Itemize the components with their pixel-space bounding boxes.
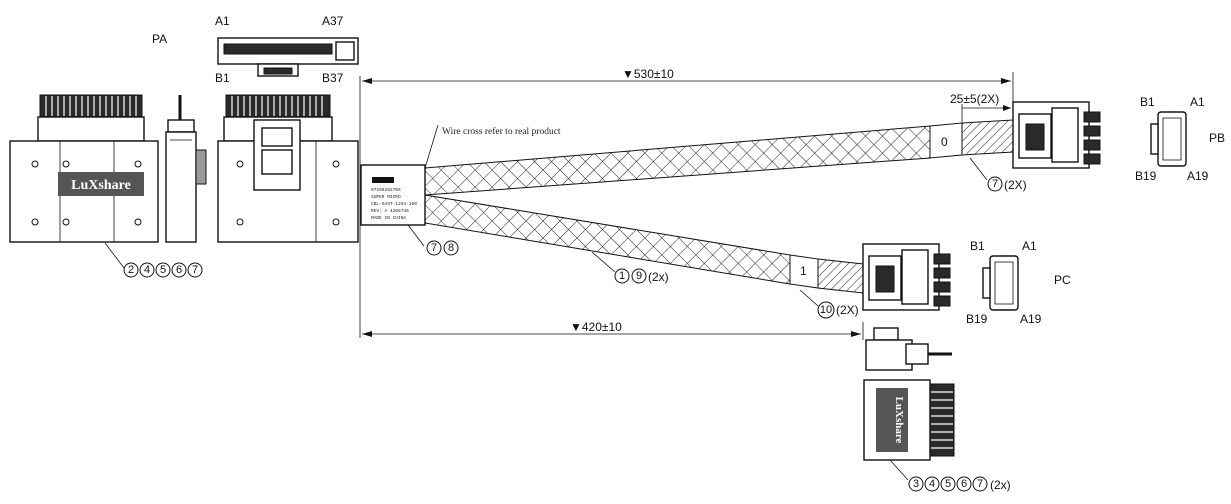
pc-callout-2: 4 (929, 478, 935, 490)
cable-callout-1: 1 (619, 270, 625, 282)
pc-sleeve-callout-qty: (2X) (836, 303, 859, 317)
pc-pin-b19: B19 (966, 312, 988, 326)
pc-callout-3: 5 (945, 478, 951, 490)
dimension-short-leg-text: ▼420±10 (570, 320, 622, 334)
pc-sleeve-callout: 10 (2X) (817, 301, 859, 319)
pa-connector-rear-view (217, 94, 359, 243)
label-line-3: CBL-SAST-1264-100 (371, 201, 417, 207)
pc-label: PC (1054, 273, 1071, 287)
pc-brand-logo: LuXshare (893, 397, 905, 444)
pa-connector-top-view (217, 37, 359, 77)
pa-pin-a37: A37 (322, 14, 344, 28)
pc-pin-a1: A1 (1022, 239, 1037, 253)
pc-callout-qty: (2x) (990, 478, 1011, 492)
dimension-long-leg-text: ▼530±10 (622, 67, 674, 81)
label-line-1: 0726928270X (371, 187, 401, 193)
wire-cross-note: Wire cross refer to real product (442, 126, 561, 137)
label-line-2: SUPER MICRO (371, 194, 401, 200)
label-line-4: REV: A 4266746 (371, 208, 409, 214)
pa-brand-logo: LuXshare (71, 178, 131, 193)
pb-pin-a1: A1 (1190, 95, 1205, 109)
pc-connector-top-view: LuXshare (863, 379, 955, 461)
pc-connector (862, 243, 951, 311)
pb-sleeve-callout-qty: (2X) (1004, 178, 1027, 192)
pb-sleeve-callout: 7 (2X) (987, 176, 1027, 192)
pa-callout-2: 4 (144, 264, 150, 276)
dimension-sleeve: 25±5(2X) (950, 92, 1011, 122)
pa-label: PA (152, 32, 167, 46)
pa-connector-front-view: LuXshare (9, 94, 159, 243)
pc-callout-4: 6 (961, 478, 967, 490)
cable-callout-qty: (2x) (648, 270, 669, 284)
pb-pin-a19: A19 (1187, 169, 1209, 183)
label-line-5: MADE IN CHINA (371, 215, 406, 221)
cable-callout-2: 9 (636, 270, 642, 282)
pa-callout-3: 5 (160, 264, 166, 276)
pa-pin-b1: B1 (215, 71, 230, 85)
pc-callout-group: 3 4 5 6 7 (2x) (908, 476, 1011, 492)
dimension-short-leg: ▼420±10 (362, 320, 861, 337)
pc-end-view (982, 255, 1019, 311)
pb-pin-b19: B19 (1135, 169, 1157, 183)
cable-upper-leg: 0 (424, 119, 1014, 196)
pa-callout-group: 2 4 5 6 7 (123, 262, 203, 278)
pc-pin-b1: B1 (970, 239, 985, 253)
pa-callout-1: 2 (128, 264, 134, 276)
label-callout-1: 7 (431, 242, 437, 254)
pc-callout-1: 3 (913, 478, 919, 490)
pa-connector-side-view (165, 95, 207, 243)
pa-pin-a1: A1 (215, 14, 230, 28)
label-barcode (372, 177, 394, 183)
pc-connector-side-view (865, 327, 952, 371)
pb-connector (1012, 101, 1101, 169)
product-label-block (360, 164, 426, 226)
upper-cable-tag: 0 (941, 135, 948, 149)
pb-end-view (1150, 111, 1187, 167)
pc-pin-a19: A19 (1020, 312, 1042, 326)
pa-pin-b37: B37 (322, 71, 344, 85)
cable-lower-leg: 1 (424, 194, 864, 294)
label-callout-group: 7 8 (426, 240, 459, 256)
pc-sleeve-callout-1: 10 (820, 304, 832, 316)
dimension-long-leg: ▼530±10 (362, 67, 1011, 84)
lower-cable-tag: 1 (800, 264, 807, 278)
pb-sleeve-callout-1: 7 (992, 178, 998, 190)
cable-callout-group: 1 9 (2x) (614, 268, 669, 284)
pb-pin-b1: B1 (1140, 95, 1155, 109)
pb-label: PB (1209, 131, 1225, 145)
dimension-sleeve-text: 25±5(2X) (950, 92, 999, 106)
pc-callout-5: 7 (977, 478, 983, 490)
pa-callout-4: 6 (176, 264, 182, 276)
pa-callout-5: 7 (192, 264, 198, 276)
label-callout-2: 8 (448, 242, 454, 254)
